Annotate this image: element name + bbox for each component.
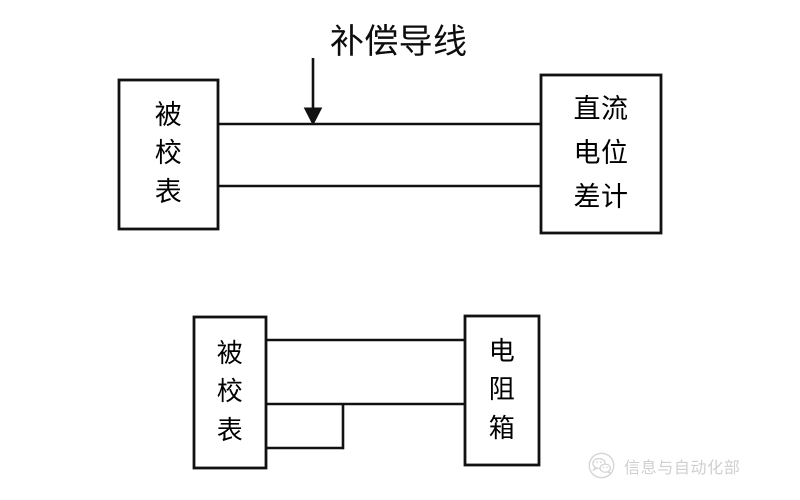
bottom-diagram-group	[192, 314, 541, 470]
top-right-box	[539, 73, 663, 235]
bottom-right-box	[463, 314, 541, 467]
annotation-label-compensating-wire: 补偿导线	[330, 22, 468, 62]
bottom-left-box	[192, 315, 268, 470]
top-left-box	[117, 78, 220, 231]
top-diagram-group	[117, 58, 663, 235]
down-arrow-icon	[303, 58, 323, 126]
watermark-text: 信息与自动化部	[624, 457, 741, 477]
wechat-circle-logo-icon	[588, 452, 615, 479]
watermark: 信息与自动化部	[588, 452, 740, 479]
